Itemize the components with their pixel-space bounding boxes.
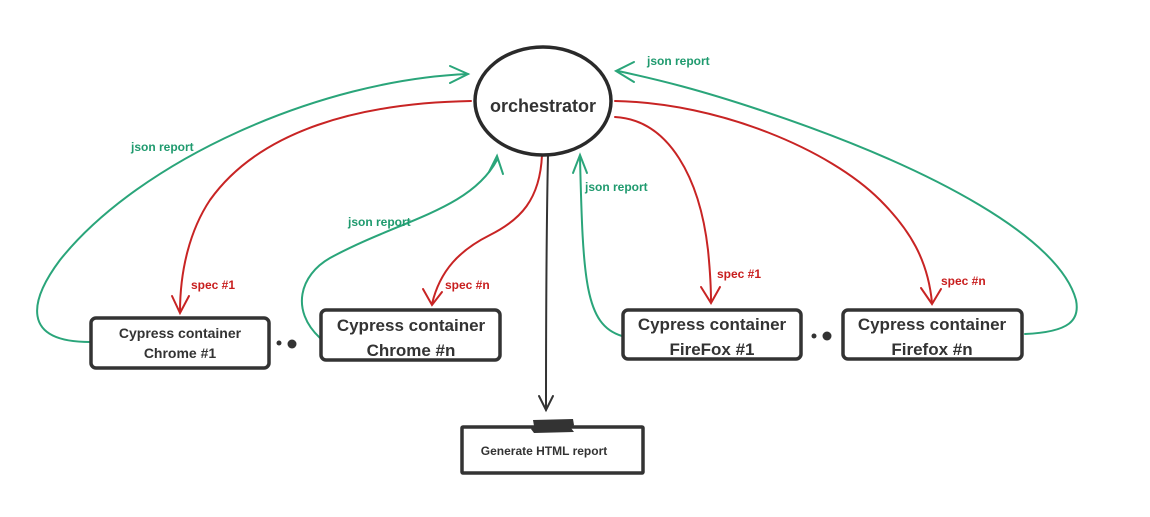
edge-orchestrator-html-report <box>538 154 554 413</box>
edge-label-json-report: json report <box>130 140 194 154</box>
edge-spec1-chrome1 <box>171 100 472 316</box>
html-report-label: Generate HTML report <box>481 444 607 458</box>
edge-label-spec-1: spec #1 <box>191 278 235 292</box>
orchestrator-label: orchestrator <box>490 96 596 116</box>
firefox-n-label-line2: Firefox #n <box>891 340 972 359</box>
edge-label-spec-1: spec #1 <box>717 267 761 281</box>
chrome-1-container-node: Cypress container Chrome #1 <box>89 316 271 370</box>
html-report-node: Generate HTML report <box>460 419 645 475</box>
edge-label-json-report: json report <box>347 215 411 229</box>
orchestrator-node: orchestrator <box>473 45 613 157</box>
ellipsis-dots <box>811 331 832 341</box>
firefox-1-label-line1: Cypress container <box>638 315 787 334</box>
edge-firefox1-json-report <box>572 152 623 337</box>
edge-specN-chromeN <box>422 154 543 307</box>
firefox-n-container-node: Cypress container Firefox #n <box>841 308 1024 361</box>
ellipsis-dots <box>276 339 297 349</box>
firefox-1-container-node: Cypress container FireFox #1 <box>621 308 803 361</box>
tape-decoration <box>531 419 574 433</box>
chrome-n-container-node: Cypress container Chrome #n <box>319 308 502 362</box>
edge-label-spec-n: spec #n <box>445 278 490 292</box>
edge-spec1-firefox1 <box>614 116 721 305</box>
firefox-1-label-line2: FireFox #1 <box>669 340 754 359</box>
chrome-1-label-line2: Chrome #1 <box>144 345 217 361</box>
edge-label-json-report: json report <box>584 180 648 194</box>
edge-chromeN-json-report <box>301 153 504 339</box>
edge-label-json-report: json report <box>646 54 710 68</box>
edge-chrome1-json-report <box>36 65 471 343</box>
edge-specN-firefoxN <box>614 100 942 306</box>
chrome-n-label-line2: Chrome #n <box>367 341 456 360</box>
chrome-n-label-line1: Cypress container <box>337 316 486 335</box>
edge-firefoxN-json-report <box>613 61 1078 335</box>
chrome-1-label-line1: Cypress container <box>119 325 242 341</box>
firefox-n-label-line1: Cypress container <box>858 315 1007 334</box>
edge-label-spec-n: spec #n <box>941 274 986 288</box>
